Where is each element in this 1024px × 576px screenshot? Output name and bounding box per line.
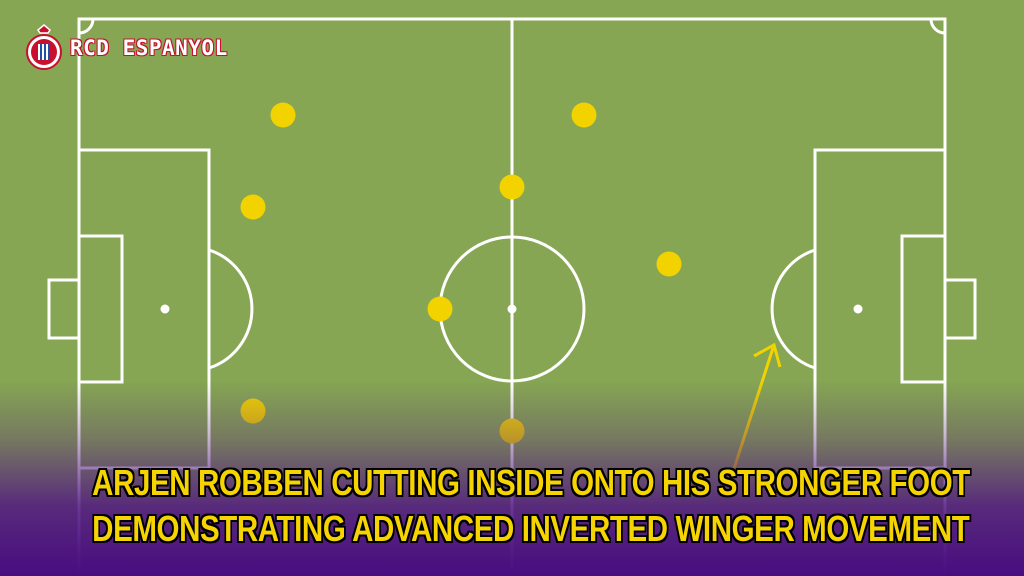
right-penalty-arc — [770, 248, 816, 370]
center-spot — [507, 304, 517, 314]
caption-line-2: DEMONSTRATING ADVANCED INVERTED WINGER M… — [92, 508, 970, 549]
player-marker — [499, 418, 525, 444]
player-marker — [270, 102, 296, 128]
player-marker — [240, 398, 266, 424]
left-six-yard-box — [77, 234, 124, 384]
player-marker — [656, 251, 682, 277]
right-six-yard-box — [900, 234, 947, 384]
left-penalty-spot — [160, 304, 170, 314]
brand-name: RCD ESPANYOL — [70, 36, 228, 60]
left-goal — [47, 278, 81, 340]
brand-logo: RCD ESPANYOL — [24, 24, 228, 72]
left-penalty-arc — [208, 248, 254, 370]
right-penalty-spot — [853, 304, 863, 314]
movement-arrow — [730, 347, 775, 476]
right-goal — [943, 278, 977, 340]
player-marker — [427, 296, 453, 322]
caption: ARJEN ROBBEN CUTTING INSIDE ONTO HIS STR… — [92, 460, 970, 552]
right-penalty-box — [813, 148, 947, 470]
player-marker — [499, 174, 525, 200]
espanyol-crest-icon — [26, 24, 62, 70]
caption-line-1: ARJEN ROBBEN CUTTING INSIDE ONTO HIS STR… — [92, 462, 970, 503]
corner-arc-top-right — [929, 18, 946, 35]
left-penalty-box — [77, 148, 211, 470]
player-marker — [240, 194, 266, 220]
player-marker — [571, 102, 597, 128]
